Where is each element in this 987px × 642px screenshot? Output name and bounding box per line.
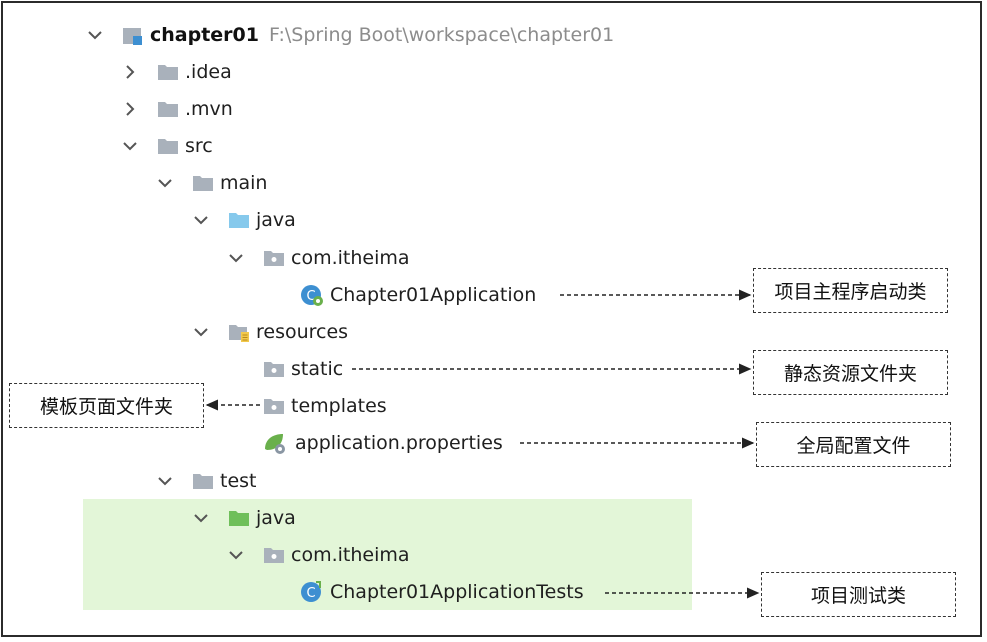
chevron-down-icon[interactable] xyxy=(121,137,139,155)
svg-text:C: C xyxy=(306,586,315,601)
tree-item-label: static xyxy=(291,358,344,380)
chevron-down-icon[interactable] xyxy=(227,546,245,564)
tree-row-resources[interactable]: resources xyxy=(192,317,348,347)
spring-boot-class-icon: C xyxy=(300,283,324,307)
tree-item-label: resources xyxy=(256,321,349,343)
tree-row-root[interactable]: chapter01 F:\Spring Boot\workspace\chapt… xyxy=(86,20,614,50)
chevron-down-icon[interactable] xyxy=(156,472,174,490)
test-sources-highlight xyxy=(83,499,692,610)
tree-item-label: Chapter01ApplicationTests xyxy=(330,581,584,603)
tree-item-label: templates xyxy=(291,395,387,417)
chevron-down-icon[interactable] xyxy=(156,174,174,192)
tree-row-properties[interactable]: application.properties xyxy=(263,428,503,458)
chevron-right-icon[interactable] xyxy=(121,100,139,118)
source-folder-icon xyxy=(228,211,250,229)
tree-row-src[interactable]: src xyxy=(121,131,213,161)
tree-row-test-java[interactable]: java xyxy=(192,503,296,533)
package-icon xyxy=(263,249,285,267)
tree-item-label: java xyxy=(256,209,296,231)
folder-icon xyxy=(192,174,214,192)
chevron-right-icon[interactable] xyxy=(121,63,139,81)
tree-row-main-java[interactable]: java xyxy=(192,205,296,235)
tree-row-mvn[interactable]: .mvn xyxy=(121,94,233,124)
module-icon xyxy=(122,26,144,45)
tree-item-label: .idea xyxy=(185,61,232,83)
svg-text:C: C xyxy=(306,289,315,304)
tree-row-test-class[interactable]: C Chapter01ApplicationTests xyxy=(300,577,584,607)
tree-item-label: java xyxy=(256,507,296,529)
folder-icon xyxy=(263,360,285,378)
chevron-down-icon[interactable] xyxy=(192,509,210,527)
folder-icon xyxy=(157,100,179,118)
test-class-icon: C xyxy=(300,580,324,604)
tree-row-main[interactable]: main xyxy=(156,168,267,198)
package-icon xyxy=(263,546,285,564)
folder-icon xyxy=(192,472,214,490)
project-path: F:\Spring Boot\workspace\chapter01 xyxy=(269,24,615,46)
tree-row-templates[interactable]: templates xyxy=(263,391,387,421)
tree-row-main-class[interactable]: C Chapter01Application xyxy=(300,280,536,310)
test-folder-icon xyxy=(228,509,250,527)
tree-item-label: test xyxy=(220,470,257,492)
spring-properties-icon xyxy=(263,431,289,455)
tree-row-static[interactable]: static xyxy=(263,354,343,384)
folder-icon xyxy=(263,397,285,415)
tree-item-label: application.properties xyxy=(295,432,503,454)
project-name: chapter01 xyxy=(150,24,259,46)
folder-icon xyxy=(157,137,179,155)
tree-item-label: com.itheima xyxy=(291,544,410,566)
chevron-down-icon[interactable] xyxy=(192,323,210,341)
tree-item-label: main xyxy=(220,172,268,194)
callout-main-class: 项目主程序启动类 xyxy=(753,268,948,313)
tree-row-main-package[interactable]: com.itheima xyxy=(227,243,410,273)
tree-item-label: .mvn xyxy=(185,98,233,120)
chevron-down-icon[interactable] xyxy=(86,26,104,44)
tree-item-label: com.itheima xyxy=(291,247,410,269)
tree-row-idea[interactable]: .idea xyxy=(121,57,232,87)
tree-row-test-package[interactable]: com.itheima xyxy=(227,540,410,570)
chevron-down-icon[interactable] xyxy=(192,211,210,229)
callout-properties: 全局配置文件 xyxy=(756,422,951,467)
tree-item-label: Chapter01Application xyxy=(330,284,537,306)
callout-test-class: 项目测试类 xyxy=(761,572,956,617)
tree-row-test[interactable]: test xyxy=(156,466,257,496)
callout-templates: 模板页面文件夹 xyxy=(9,383,204,428)
folder-icon xyxy=(157,63,179,81)
chevron-down-icon[interactable] xyxy=(227,249,245,267)
tree-item-label: src xyxy=(185,135,213,157)
callout-static: 静态资源文件夹 xyxy=(753,350,948,395)
resources-folder-icon xyxy=(228,323,250,342)
